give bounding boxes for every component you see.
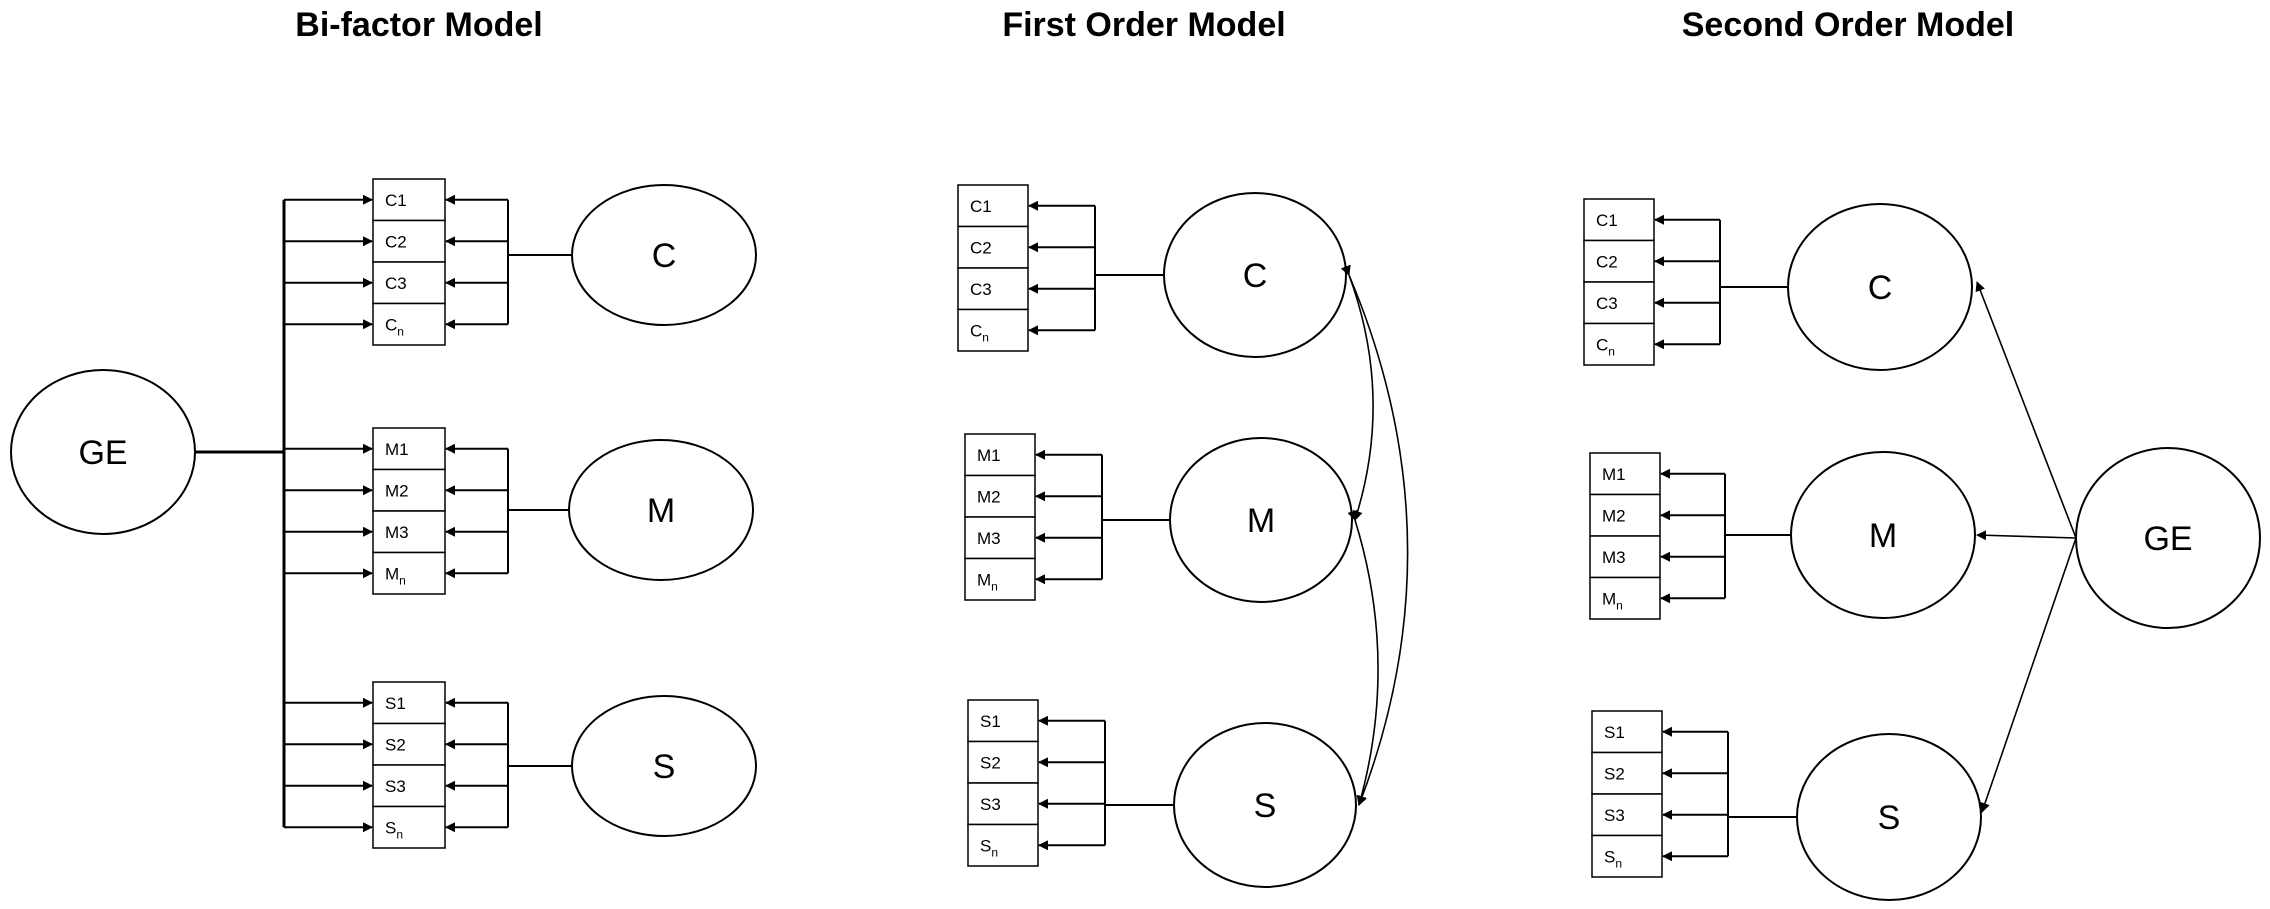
second-order-c-item-label: Cn [1596, 335, 1615, 358]
second-order-model-title: Second Order Model [1682, 6, 2015, 44]
bifactor-c-item-box [372, 302, 446, 346]
bifactor-m-item-box [372, 510, 446, 554]
second-order-s-item-box [1591, 834, 1663, 878]
second-order-c-item-box [1583, 281, 1655, 325]
second-order-m-item-box [1589, 535, 1661, 579]
bifactor-s-item-box [372, 805, 446, 849]
second-order-s-item-label: S1 [1604, 723, 1625, 742]
second-order-s-item-box [1591, 710, 1663, 754]
first-order-c-item-label: C3 [970, 280, 992, 299]
first-order-c-label: C [1243, 257, 1268, 295]
first-order-s-item-box [967, 782, 1039, 826]
first-order-s-item-box [967, 823, 1039, 867]
second-order-s-label: S [1878, 799, 1901, 837]
bifactor-general-ellipse [10, 369, 196, 535]
second-order-m-item-label: M3 [1602, 548, 1626, 567]
first-order-s-label: S [1254, 787, 1277, 825]
first-order-c-item-box [957, 308, 1029, 352]
first-order-s-item-label: S3 [980, 795, 1001, 814]
second-order-c-ellipse [1787, 203, 1973, 371]
first-order-m-item-label: Mn [977, 570, 998, 593]
second-order-s-item-label: S2 [1604, 764, 1625, 783]
bifactor-c-item-label: C2 [385, 232, 407, 251]
bifactor-s-item-label: Sn [385, 818, 403, 841]
second-order-s-ellipse [1796, 733, 1982, 901]
bifactor-c-item-box [372, 219, 446, 263]
bifactor-m-item-label: Mn [385, 564, 406, 587]
second-order-s-item-label: S3 [1604, 806, 1625, 825]
bifactor-m-item-box [372, 551, 446, 595]
higher-order-arrow-s [1980, 537, 2077, 813]
second-order-m-item-label: Mn [1602, 589, 1623, 612]
bifactor-s-item-label: S3 [385, 777, 406, 796]
second-order-m-item-box [1589, 493, 1661, 537]
bifactor-c-item-label: C1 [385, 191, 407, 210]
first-order-m-item-label: M2 [977, 487, 1001, 506]
second-order-c-item-label: C3 [1596, 294, 1618, 313]
bifactor-s-label: S [653, 748, 676, 786]
bifactor-model-title: Bi-factor Model [295, 6, 542, 44]
second-order-m-label: M [1869, 517, 1897, 555]
first-order-s-item-label: S2 [980, 753, 1001, 772]
second-order-s-item-box [1591, 751, 1663, 795]
bifactor-c-item-label: C3 [385, 274, 407, 293]
first-order-c-item-box [957, 225, 1029, 269]
first-order-s-item-box [967, 699, 1039, 743]
bifactor-c-item-box [372, 261, 446, 305]
bifactor-s-item-box [372, 681, 446, 725]
second-order-general-label: GE [2143, 520, 2192, 558]
bifactor-c-item-label: Cn [385, 315, 404, 338]
higher-order-arrow-m [1976, 530, 2077, 541]
bifactor-s-item-box [372, 722, 446, 766]
second-order-c-label: C [1868, 269, 1893, 307]
first-order-c-item-label: Cn [970, 321, 989, 344]
second-order-general-ellipse [2075, 447, 2261, 629]
bifactor-general-label: GE [78, 434, 127, 472]
correlation-c-s [1340, 264, 1409, 806]
higher-order-arrow-c [1975, 281, 2077, 539]
first-order-model-title: First Order Model [1002, 6, 1285, 44]
bifactor-c-item-box [372, 178, 446, 222]
second-order-c-item-box [1583, 198, 1655, 242]
bifactor-m-item-box [372, 427, 446, 471]
first-order-m-item-label: M3 [977, 529, 1001, 548]
second-order-s-item-box [1591, 793, 1663, 837]
first-order-s-item-label: S1 [980, 712, 1001, 731]
first-order-c-item-label: C1 [970, 197, 992, 216]
bifactor-s-ellipse [571, 695, 757, 837]
bifactor-c-ellipse [571, 184, 757, 326]
bifactor-m-item-label: M3 [385, 523, 409, 542]
bifactor-m-ellipse [568, 439, 754, 581]
bifactor-s-item-label: S1 [385, 694, 406, 713]
first-order-m-label: M [1247, 502, 1275, 540]
correlation-c-m [1341, 264, 1374, 521]
second-order-m-item-label: M1 [1602, 465, 1626, 484]
second-order-c-item-box [1583, 322, 1655, 366]
first-order-c-item-box [957, 184, 1029, 228]
first-order-m-item-label: M1 [977, 446, 1001, 465]
second-order-c-item-label: C1 [1596, 211, 1618, 230]
bifactor-m-item-label: M2 [385, 481, 409, 500]
first-order-m-item-box [964, 557, 1036, 601]
first-order-s-item-box [967, 740, 1039, 784]
bifactor-m-label: M [647, 492, 675, 530]
second-order-m-item-box [1589, 576, 1661, 620]
first-order-s-item-label: Sn [980, 836, 998, 859]
bifactor-s-item-label: S2 [385, 735, 406, 754]
bifactor-m-item-box [372, 468, 446, 512]
first-order-c-item-label: C2 [970, 238, 992, 257]
bifactor-m-item-label: M1 [385, 440, 409, 459]
second-order-c-item-label: C2 [1596, 252, 1618, 271]
second-order-m-ellipse [1790, 451, 1976, 619]
bifactor-s-item-box [372, 764, 446, 808]
second-order-c-item-box [1583, 239, 1655, 283]
second-order-s-item-label: Sn [1604, 847, 1622, 870]
bifactor-c-label: C [652, 237, 677, 275]
first-order-c-item-box [957, 267, 1029, 311]
second-order-m-item-label: M2 [1602, 506, 1626, 525]
